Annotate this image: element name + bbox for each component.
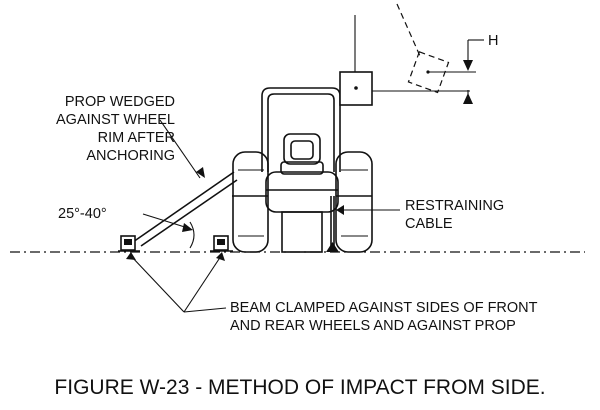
prop-label-line-1: PROP WEDGED <box>65 94 175 110</box>
prop-beam <box>132 171 238 247</box>
impact-weight-rest <box>339 15 373 106</box>
angle-text: 25°-40° <box>58 206 107 222</box>
height-dimension: H <box>372 33 498 104</box>
angle-label: 25°-40° <box>58 206 195 249</box>
cable-label-line-1: RESTRAINING <box>405 198 504 214</box>
prop-label-line-4: ANCHORING <box>86 148 175 164</box>
figure-caption: FIGURE W-23 - METHOD OF IMPACT FROM SIDE… <box>54 376 545 399</box>
prop-label-line-3: RIM AFTER <box>98 130 175 146</box>
restraining-cable <box>326 196 339 252</box>
beam-label: BEAM CLAMPED AGAINST SIDES OF FRONT AND … <box>126 252 538 334</box>
left-wheel <box>232 151 269 253</box>
tractor-body <box>232 171 372 253</box>
impact-weight-raised <box>396 3 450 94</box>
beam-label-line-1: BEAM CLAMPED AGAINST SIDES OF FRONT <box>230 300 538 316</box>
prop-label-line-2: AGAINST WHEEL <box>56 112 175 128</box>
height-label: H <box>488 33 498 49</box>
right-wheel <box>335 151 373 253</box>
beam-label-line-2: AND REAR WHEELS AND AGAINST PROP <box>230 318 516 334</box>
tractor-seat <box>280 133 324 175</box>
beam-clamp-outer <box>118 235 140 252</box>
beam-clamp-inner <box>210 235 233 252</box>
cable-label: RESTRAINING CABLE <box>336 198 504 232</box>
cable-label-line-2: CABLE <box>405 216 453 232</box>
prop-label: PROP WEDGED AGAINST WHEEL RIM AFTER ANCH… <box>56 94 205 179</box>
